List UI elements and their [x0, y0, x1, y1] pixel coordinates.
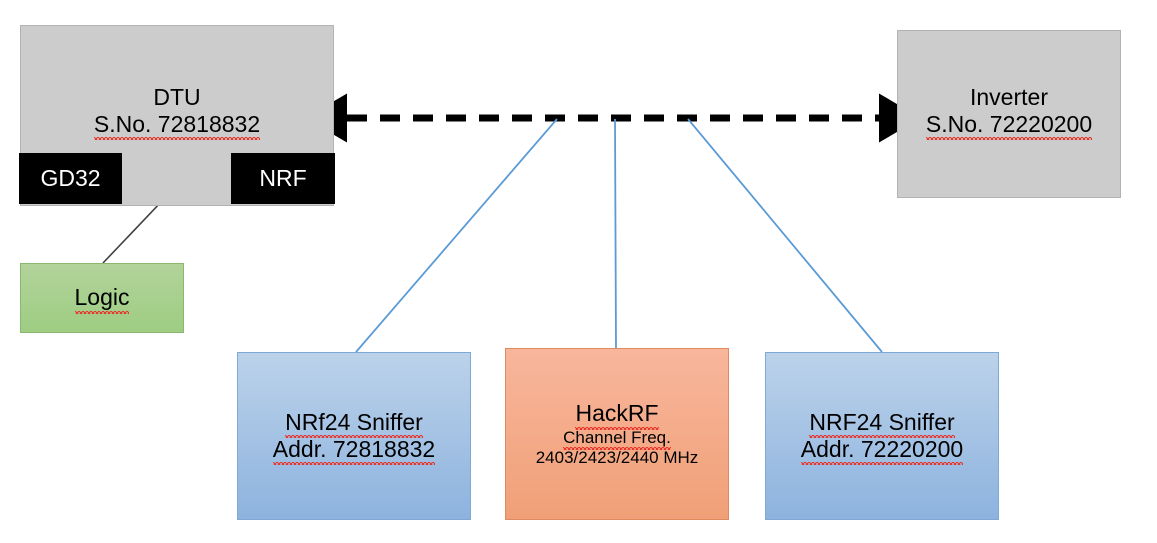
- hackrf-tap: [614, 118, 617, 349]
- sniffer-left-address-wrap: Addr. 72818832: [272, 436, 436, 466]
- sniffer-left-label: NRf24 Sniffer: [285, 408, 423, 439]
- hackrf-frequency: 2403/2423/2440 MHz: [535, 447, 699, 467]
- sniffer-left-label-wrap: NRf24 Sniffer: [285, 408, 423, 439]
- gd32-label: GD32: [40, 164, 101, 191]
- node-hackrf[interactable]: HackRF Channel Freq. 2403/2423/2440 MHz: [505, 348, 729, 520]
- dtu-serial: S.No. 72818832: [93, 111, 261, 141]
- node-sniffer-left[interactable]: NRf24 Sniffer Addr. 72818832: [237, 352, 471, 520]
- sniffer-left-tap: [355, 118, 558, 353]
- sniffer-right-address-wrap: Addr. 72220200: [800, 436, 964, 466]
- logic-label-wrap: Logic: [74, 284, 130, 314]
- sniffer-right-label-wrap: NRF24 Sniffer: [809, 408, 955, 439]
- hackrf-label: HackRF: [575, 400, 659, 430]
- node-inverter[interactable]: Inverter S.No. 72220200: [897, 30, 1121, 198]
- sniffer-left-address: Addr. 72818832: [272, 436, 436, 466]
- sniffer-right-label: NRF24 Sniffer: [809, 408, 955, 439]
- hackrf-label-wrap: HackRF: [575, 400, 659, 430]
- dtu-label: DTU: [153, 84, 201, 110]
- node-sniffer-right[interactable]: NRF24 Sniffer Addr. 72220200: [765, 352, 999, 520]
- inverter-label: Inverter: [970, 84, 1048, 110]
- node-gd32[interactable]: GD32: [19, 153, 122, 204]
- inverter-serial: S.No. 72220200: [925, 111, 1093, 141]
- sniffer-right-tap: [687, 118, 883, 353]
- nrf-label: NRF: [259, 164, 307, 191]
- dtu-serial-text: S.No. 72818832: [93, 111, 261, 141]
- node-nrf[interactable]: NRF: [231, 153, 335, 204]
- logic-label: Logic: [74, 284, 130, 314]
- hackrf-detail: Channel Freq.: [563, 427, 671, 450]
- inverter-serial-text: S.No. 72220200: [925, 111, 1093, 141]
- sniffer-right-address: Addr. 72220200: [800, 436, 964, 466]
- hackrf-detail-wrap: Channel Freq.: [563, 427, 671, 450]
- node-logic[interactable]: Logic: [20, 263, 184, 333]
